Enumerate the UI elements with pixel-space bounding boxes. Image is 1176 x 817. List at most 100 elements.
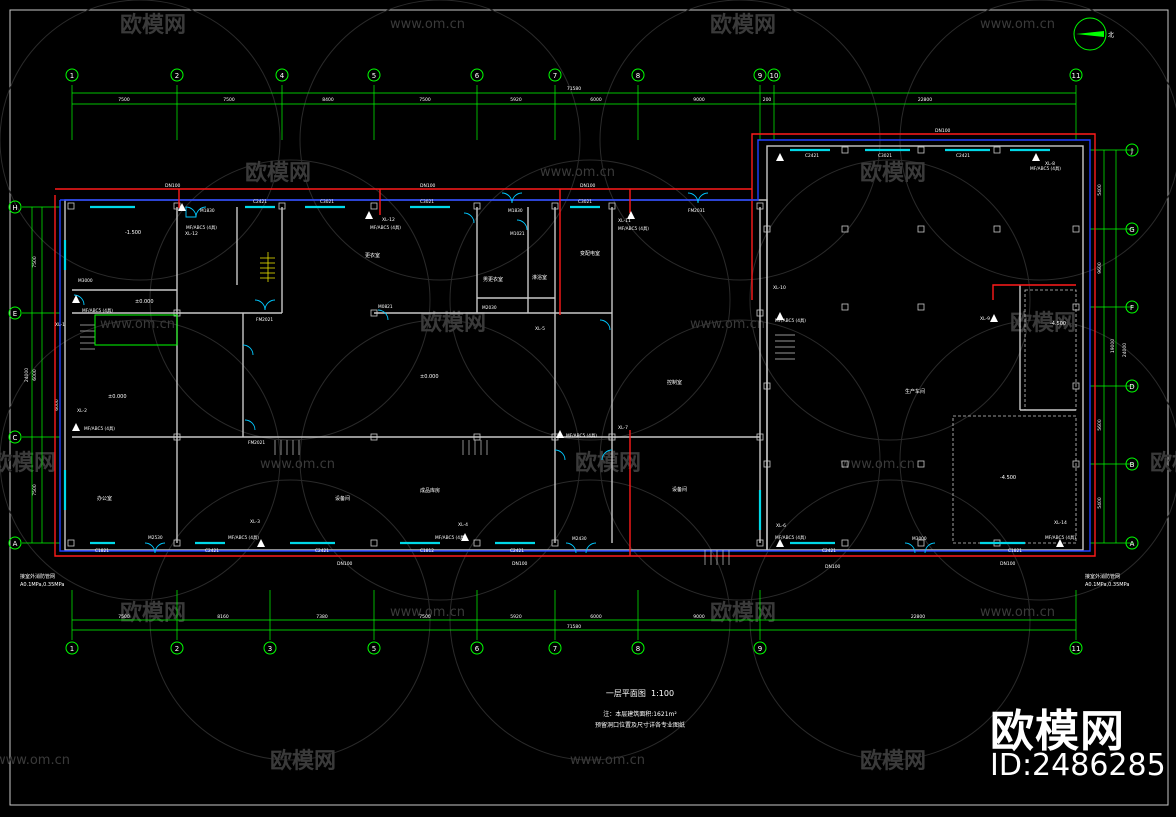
svg-text:19000: 19000 bbox=[1110, 339, 1116, 353]
axis-bubble: 6 bbox=[470, 68, 484, 82]
svg-text:MF/ABC5 (4具): MF/ABC5 (4具) bbox=[1030, 166, 1061, 172]
doors bbox=[73, 192, 936, 554]
windows bbox=[63, 148, 1050, 545]
svg-text:5920: 5920 bbox=[510, 97, 522, 103]
svg-text:XL-1: XL-1 bbox=[55, 322, 65, 328]
room-label: 更衣室 bbox=[365, 252, 380, 259]
svg-text:J: J bbox=[1130, 147, 1133, 155]
watermark-brand: 欧模网 bbox=[120, 12, 186, 38]
watermark-brand: 欧模网 bbox=[245, 160, 311, 186]
svg-text:M2030: M2030 bbox=[482, 305, 497, 311]
axis-bubble: 9 bbox=[753, 641, 767, 655]
svg-text:M2430: M2430 bbox=[572, 536, 587, 542]
drawing-title: 一层平面图 1:100 bbox=[605, 689, 675, 698]
svg-text:7380: 7380 bbox=[316, 614, 328, 620]
room-label: -1.500 bbox=[125, 230, 141, 236]
watermark-url: www.om.cn bbox=[980, 605, 1055, 620]
axis-bubble: G bbox=[1125, 222, 1139, 236]
watermark-url: www.om.cn bbox=[0, 753, 70, 768]
svg-text:1: 1 bbox=[70, 72, 74, 80]
svg-text:8: 8 bbox=[636, 645, 640, 653]
svg-text:C2421: C2421 bbox=[822, 548, 836, 554]
svg-text:C3021: C3021 bbox=[320, 199, 334, 205]
svg-text:XL-9: XL-9 bbox=[980, 316, 990, 322]
room-label: 变配电室 bbox=[580, 250, 600, 257]
axis-bubbles-left: H E C A bbox=[8, 200, 22, 550]
watermark-brand: 欧模网 bbox=[120, 600, 186, 626]
axis-bubble: 2 bbox=[170, 68, 184, 82]
green-ramp bbox=[94, 314, 178, 346]
axis-bubbles-bottom: 1 2 3 5 6 7 8 9 11 bbox=[65, 641, 1083, 655]
axis-bubble: 2 bbox=[170, 641, 184, 655]
room-label: 设备间 bbox=[335, 495, 350, 502]
svg-text:XL-6: XL-6 bbox=[776, 523, 786, 529]
axis-bubble: 5 bbox=[367, 68, 381, 82]
svg-text:MF/ABC5 (4具): MF/ABC5 (4具) bbox=[186, 225, 217, 231]
axis-bubble: C bbox=[8, 430, 22, 444]
axis-bubble: B bbox=[1125, 457, 1139, 471]
svg-text:6000: 6000 bbox=[590, 614, 602, 620]
svg-text:XL-11: XL-11 bbox=[618, 218, 631, 224]
axis-bubble: 11 bbox=[1069, 641, 1083, 655]
svg-text:7500: 7500 bbox=[419, 614, 431, 620]
room-label: ±0.000 bbox=[108, 394, 127, 400]
svg-text:FM2021: FM2021 bbox=[256, 317, 273, 323]
svg-text:D: D bbox=[1129, 383, 1134, 391]
svg-text:8: 8 bbox=[636, 72, 640, 80]
svg-text:MF/ABC5 (4具): MF/ABC5 (4具) bbox=[775, 535, 806, 541]
svg-text:M3000: M3000 bbox=[78, 278, 93, 284]
svg-text:5400: 5400 bbox=[1097, 497, 1103, 509]
svg-text:MF/ABC5 (4具): MF/ABC5 (4具) bbox=[618, 226, 649, 232]
watermark-url: www.om.cn bbox=[260, 457, 335, 472]
svg-text:C2421: C2421 bbox=[956, 153, 970, 159]
svg-text:G: G bbox=[1129, 226, 1134, 234]
svg-text:C3021: C3021 bbox=[578, 199, 592, 205]
svg-text:XL-3: XL-3 bbox=[250, 519, 260, 525]
room-label: 设备间 bbox=[672, 486, 687, 493]
room-label: 办公室 bbox=[97, 495, 112, 502]
north-arrow: 北 bbox=[1073, 17, 1114, 51]
axis-bubble: 1 bbox=[65, 68, 79, 82]
svg-text:XL-8: XL-8 bbox=[1045, 161, 1055, 167]
svg-text:9600: 9600 bbox=[1097, 262, 1103, 274]
svg-text:9: 9 bbox=[758, 645, 762, 653]
svg-text:C2421: C2421 bbox=[805, 153, 819, 159]
watermark-url: www.om.cn bbox=[690, 317, 765, 332]
svg-text:200: 200 bbox=[763, 97, 772, 103]
svg-text:6000: 6000 bbox=[32, 369, 38, 381]
svg-text:XL-7: XL-7 bbox=[618, 425, 628, 431]
room-label: -4.500 bbox=[1050, 321, 1066, 327]
drawing-note-2: 预留洞口位置及尺寸详各专业图纸 bbox=[594, 722, 685, 729]
watermark-url: www.om.cn bbox=[390, 605, 465, 620]
svg-text:71580: 71580 bbox=[567, 624, 581, 630]
svg-text:MF/ABC5 (4具): MF/ABC5 (4具) bbox=[82, 308, 113, 314]
axis-bubbles-right: J G F D B A bbox=[1125, 143, 1139, 550]
svg-text:XL-14: XL-14 bbox=[1054, 520, 1067, 526]
watermark-brand: 欧模网 bbox=[420, 310, 486, 336]
svg-text:DN100: DN100 bbox=[580, 183, 596, 189]
room-label: 淋浴室 bbox=[532, 274, 547, 281]
svg-text:C2421: C2421 bbox=[315, 548, 329, 554]
room-label: -4.500 bbox=[1000, 475, 1016, 481]
svg-text:5600: 5600 bbox=[1097, 419, 1103, 431]
svg-text:6000: 6000 bbox=[54, 399, 60, 411]
svg-text:8400: 8400 bbox=[322, 97, 334, 103]
svg-text:MF/ABC5 (4具): MF/ABC5 (4具) bbox=[775, 318, 806, 324]
axis-bubble: 7 bbox=[548, 641, 562, 655]
svg-text:1: 1 bbox=[70, 645, 74, 653]
svg-text:7: 7 bbox=[553, 72, 557, 80]
svg-text:7500: 7500 bbox=[32, 256, 38, 268]
svg-text:MF/ABC5 (4具): MF/ABC5 (4具) bbox=[435, 535, 466, 541]
axis-bubble: 11 bbox=[1069, 68, 1083, 82]
svg-text:7500: 7500 bbox=[223, 97, 235, 103]
room-label: 生产车间 bbox=[905, 388, 925, 395]
svg-text:C2421: C2421 bbox=[253, 199, 267, 205]
svg-text:C3021: C3021 bbox=[878, 153, 892, 159]
svg-text:DN100: DN100 bbox=[825, 564, 841, 570]
watermark-brand: 欧模网 bbox=[575, 450, 641, 476]
